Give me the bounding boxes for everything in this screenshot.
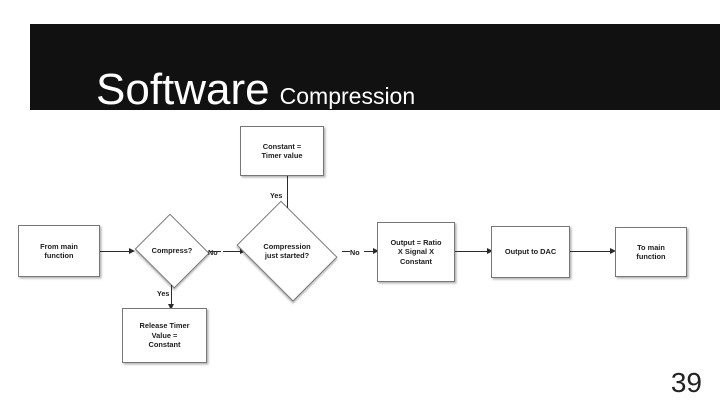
title-banner: Software Compression	[30, 24, 720, 112]
edge-compress-to-releasetimer	[171, 285, 172, 306]
page-title: Software Compression	[96, 68, 415, 112]
edge-label-juststarted-yes: Yes	[270, 191, 283, 200]
arrowhead-dac-to-main	[610, 247, 616, 254]
edge-juststarted-to-outputratio-b	[364, 251, 373, 252]
page-title-main: Software	[96, 65, 270, 114]
arrowhead-outputratio-to-dac	[487, 247, 493, 254]
edge-compress-to-juststarted-a	[210, 251, 221, 252]
node-from-main-function: From main function	[18, 225, 100, 277]
edge-label-compress-yes: Yes	[157, 289, 170, 298]
edge-juststarted-to-constant	[287, 164, 288, 208]
node-just-started-decision: Compression just started?	[232, 200, 342, 302]
slide-number: 39	[670, 367, 702, 398]
node-output-to-dac: Output to DAC	[491, 226, 570, 278]
edge-label-compress-no: No	[208, 248, 218, 257]
edge-outputratio-to-dac	[455, 251, 487, 252]
node-just-started-label: Compression just started?	[263, 241, 311, 260]
flowchart-diagram: From main function Compress? No Yes Rele…	[0, 110, 720, 380]
page-title-sub: Compression	[279, 83, 416, 109]
edge-dac-to-main	[570, 251, 610, 252]
edge-from-main-to-compress	[100, 251, 129, 252]
node-to-main-function: To main function	[615, 227, 687, 277]
edge-label-juststarted-no: No	[350, 248, 360, 257]
node-release-timer-value: Release Timer Value = Constant	[122, 308, 207, 363]
edge-compress-to-juststarted-b	[223, 251, 240, 252]
arrowhead-from-main-to-compress	[129, 247, 135, 254]
edge-juststarted-to-outputratio-a	[342, 251, 350, 252]
node-constant-timer-value: Constant = Timer value	[240, 126, 324, 176]
node-compress-decision: Compress?	[134, 213, 210, 289]
arrowhead-compress-to-releasetimer	[167, 304, 174, 310]
node-compress-label: Compress?	[151, 246, 193, 256]
node-output-ratio: Output = Ratio X Signal X Constant	[377, 222, 455, 282]
arrowhead-juststarted-to-outputratio	[373, 247, 379, 254]
